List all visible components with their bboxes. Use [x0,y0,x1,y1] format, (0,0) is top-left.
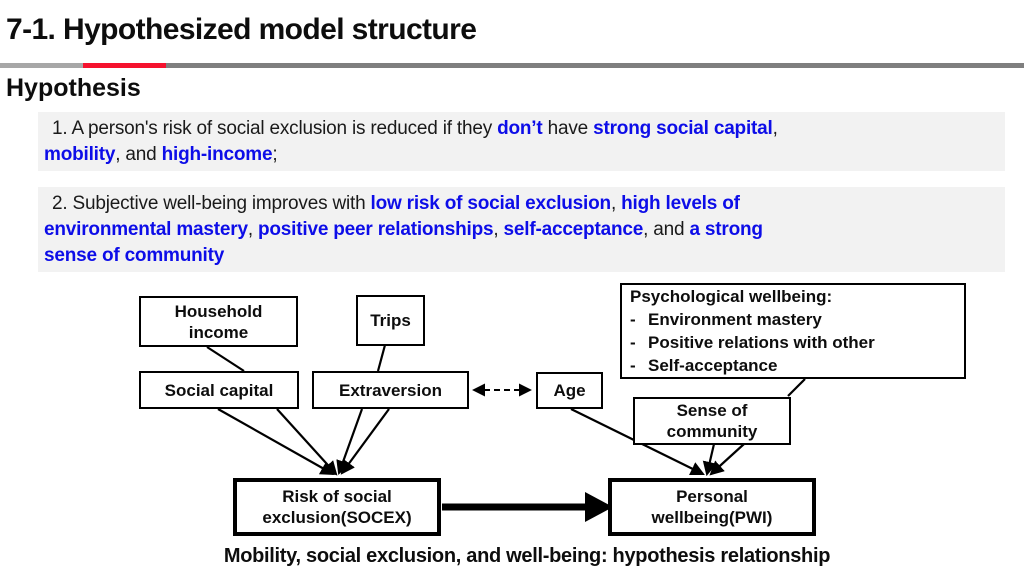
diagram-caption: Mobility, social exclusion, and well-bei… [223,545,831,567]
node-psychological-wellbeing: Psychological wellbeing: - Environment m… [620,283,966,379]
node-label: wellbeing(PWI) [651,508,773,527]
divider-segment-red [83,63,166,68]
dash-bullet: - [630,310,636,329]
psych-item: - Self-acceptance [630,354,777,377]
title-divider [0,63,1024,68]
divider-segment-dark-gray [166,63,1024,68]
edge-sense-to-pwi [702,443,717,477]
node-personal-wellbeing: Personal wellbeing(PWI) [608,478,816,536]
node-sense-of-community: Sense of community [633,397,791,445]
hypothesis-line: mobility, and high-income; [44,144,278,165]
node-label: Personal [676,487,748,506]
edge-psych-to-sense [787,378,806,397]
psych-item: - Positive relations with other [630,331,875,354]
edge-household-to-socex [276,408,338,476]
edge-household-to-social [206,346,245,372]
hypothesis-line: 2. Subjective well-being improves with l… [52,193,740,214]
edge-social-to-socex [217,408,335,476]
node-label: community [666,422,758,441]
psych-item-label: Environment mastery [648,310,822,329]
edge-trips-to-socex [336,408,364,476]
edge-trips-to-extraversion [376,344,387,372]
node-label: Trips [370,311,411,330]
psych-item-label: Self-acceptance [648,356,778,375]
psych-item: - Environment mastery [630,308,822,331]
node-label: Risk of social [282,487,392,506]
section-heading: Hypothesis [6,74,141,102]
edge-extraversion-to-socex [340,408,390,475]
node-label: exclusion(SOCEX) [262,508,412,527]
node-household-income: Household income [139,296,298,347]
edge-socex-to-pwi-thick [442,492,613,522]
hypothesis-line: 1. A person's risk of social exclusion i… [52,118,778,139]
hypothesis-line: sense of community [44,245,225,266]
divider-segment-light-gray [0,63,83,68]
node-label: Sense of [676,401,748,420]
page-title: 7-1. Hypothesized model structure [6,13,477,46]
node-social-capital: Social capital [139,371,299,409]
hypothesis-2-block: 2. Subjective well-being improves with l… [38,187,1005,272]
node-label: Social capital [164,380,274,400]
dash-bullet: - [630,356,636,375]
node-label: Extraversion [339,380,442,400]
node-trips: Trips [356,295,425,346]
node-label: income [188,322,249,342]
psych-item-label: Positive relations with other [648,333,875,352]
node-extraversion: Extraversion [312,371,469,409]
edge-psych-to-pwi [709,443,745,476]
node-age: Age [536,372,603,409]
dash-bullet: - [630,333,636,352]
hypothesis-line: environmental mastery, positive peer rel… [44,219,763,240]
node-label: Age [553,381,586,400]
node-label: Household [174,301,263,321]
psych-title: Psychological wellbeing: [630,287,833,306]
node-risk-of-social-exclusion: Risk of social exclusion(SOCEX) [233,478,441,536]
hypothesis-1-block: 1. A person's risk of social exclusion i… [38,112,1005,171]
